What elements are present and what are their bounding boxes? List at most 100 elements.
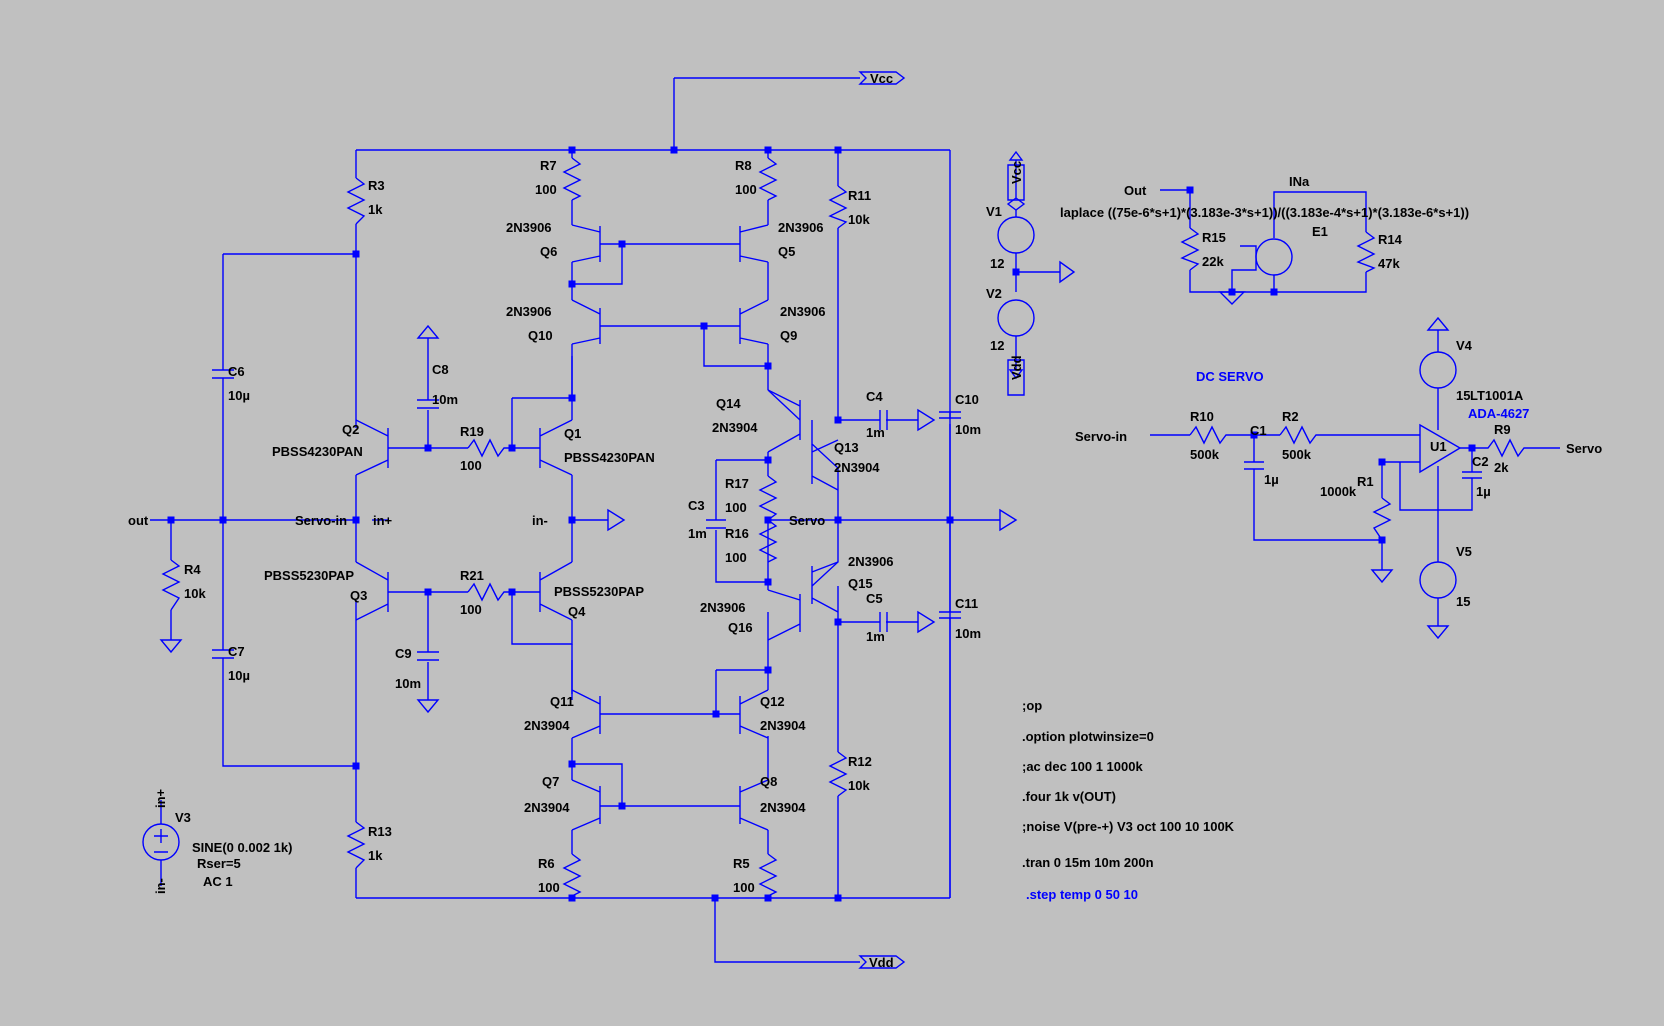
net-out: out (128, 513, 149, 528)
opamp-labels: U1 LT1001A ADA-4627 DC SERVO (1196, 369, 1529, 454)
resistor-r6-name: R6 (538, 856, 555, 871)
transistor-q12-model: 2N3904 (760, 718, 806, 733)
junction-dot (424, 588, 432, 596)
junction-dot (1378, 536, 1386, 544)
junction-dot (618, 240, 626, 248)
transistor-q15-model: 2N3906 (848, 554, 894, 569)
resistor-r8-value: 100 (735, 182, 757, 197)
junction-dot (568, 146, 576, 154)
junction-dot (1012, 268, 1020, 276)
capacitor-c3-value: 1m (688, 526, 707, 541)
junction-dot (508, 444, 516, 452)
resistor-r21-name: R21 (460, 568, 484, 583)
resistor-r9-name: R9 (1494, 422, 1511, 437)
directive-noise: ;noise V(pre-+) V3 oct 100 10 100K (1022, 819, 1235, 834)
junction-dot (1468, 444, 1476, 452)
transistor-q14-model: 2N3904 (712, 420, 758, 435)
transistor-labels: Q1PBSS4230PANQ2PBSS4230PANQ3PBSS5230PAPQ… (264, 220, 894, 815)
junction-dot (711, 894, 719, 902)
source-v5-value: 15 (1456, 594, 1470, 609)
transistor-q14-name: Q14 (716, 396, 741, 411)
resistor-r11-name: R11 (848, 188, 871, 203)
resistor-r16-value: 100 (725, 550, 747, 565)
net-labels: Vcc Vdd out Servo-in in+ in- Servo Out I… (128, 71, 1602, 970)
capacitor-c4-value: 1m (866, 425, 885, 440)
net-servo-in: Servo-in (295, 513, 347, 528)
resistor-r14-name: R14 (1378, 232, 1403, 247)
e1-expression: laplace ((75e-6*s+1)*(3.183e-3*s+1))/((3… (1060, 205, 1469, 220)
net-in-plus: in+ (373, 513, 393, 528)
junction-dot (167, 516, 175, 524)
junction-dot (946, 516, 954, 524)
directive-step: .step temp 0 50 10 (1026, 887, 1138, 902)
junction-dot (219, 516, 227, 524)
transistor-q5-name: Q5 (778, 244, 795, 259)
capacitor-c1-value: 1µ (1264, 472, 1279, 487)
directive-ac: ;ac dec 100 1 1000k (1022, 759, 1143, 774)
net-v1-vcc: Vcc (1009, 161, 1024, 184)
transistor-q2-model: PBSS4230PAN (272, 444, 363, 459)
transistor-q13-model: 2N3904 (834, 460, 880, 475)
junction-dot (764, 516, 772, 524)
resistor-r10-value: 500k (1190, 447, 1220, 462)
source-v4-value: 15 (1456, 388, 1470, 403)
junction-dot (352, 762, 360, 770)
source-v3-name: V3 (175, 810, 191, 825)
transistor-q1-name: Q1 (564, 426, 581, 441)
junction-dot (618, 802, 626, 810)
transistor-q8-model: 2N3904 (760, 800, 806, 815)
junction-dot (568, 280, 576, 288)
transistor-q7-name: Q7 (542, 774, 559, 789)
source-v3-value: SINE(0 0.002 1k) (192, 840, 292, 855)
capacitor-symbols (212, 369, 961, 668)
capacitor-c10-value: 10m (955, 422, 981, 437)
resistor-r7-value: 100 (535, 182, 557, 197)
capacitor-c10-name: C10 (955, 392, 979, 407)
directive-op: ;op (1022, 698, 1042, 713)
source-v2-value: 12 (990, 338, 1004, 353)
source-v1-name: V1 (986, 204, 1002, 219)
resistor-r2-value: 500k (1282, 447, 1312, 462)
net-servo: Servo (789, 513, 825, 528)
capacitor-c9-name: C9 (395, 646, 412, 661)
v1-v2-sources (997, 150, 1076, 396)
junction-dot (568, 516, 576, 524)
resistor-r4-value: 10k (184, 586, 206, 601)
resistor-r17-name: R17 (725, 476, 749, 491)
transistor-q2-name: Q2 (342, 422, 359, 437)
resistor-r16-name: R16 (725, 526, 749, 541)
junction-dot (1378, 458, 1386, 466)
resistor-r3-value: 1k (368, 202, 383, 217)
directive-four: .four 1k v(OUT) (1022, 789, 1116, 804)
junction-dot (352, 516, 360, 524)
resistor-r11-value: 10k (848, 212, 870, 227)
transistor-q6-name: Q6 (540, 244, 557, 259)
transistor-q10-name: Q10 (528, 328, 553, 343)
resistor-symbols (161, 157, 848, 897)
junction-dot (834, 146, 842, 154)
junction-dot (568, 894, 576, 902)
capacitor-c5-name: C5 (866, 591, 883, 606)
junction-dots (167, 146, 1476, 902)
resistor-r17-value: 100 (725, 500, 747, 515)
source-v1-value: 12 (990, 256, 1004, 271)
junction-dot (568, 394, 576, 402)
transistor-q3-name: Q3 (350, 588, 367, 603)
transistor-q11-name: Q11 (550, 694, 574, 709)
junction-dot (834, 894, 842, 902)
opamp-name: U1 (1430, 439, 1447, 454)
transistor-symbols (355, 224, 839, 831)
junction-dot (568, 760, 576, 768)
transistor-q7-model: 2N3904 (524, 800, 570, 815)
net-v3-inplus: in+ (153, 788, 168, 808)
net-ina: INa (1289, 174, 1310, 189)
transistor-q5-model: 2N3906 (778, 220, 824, 235)
servo-title: DC SERVO (1196, 369, 1264, 384)
transistor-q4-model: PBSS5230PAP (554, 584, 644, 599)
resistor-r10-name: R10 (1190, 409, 1214, 424)
net-out-e1: Out (1124, 183, 1147, 198)
source-v5-name: V5 (1456, 544, 1472, 559)
